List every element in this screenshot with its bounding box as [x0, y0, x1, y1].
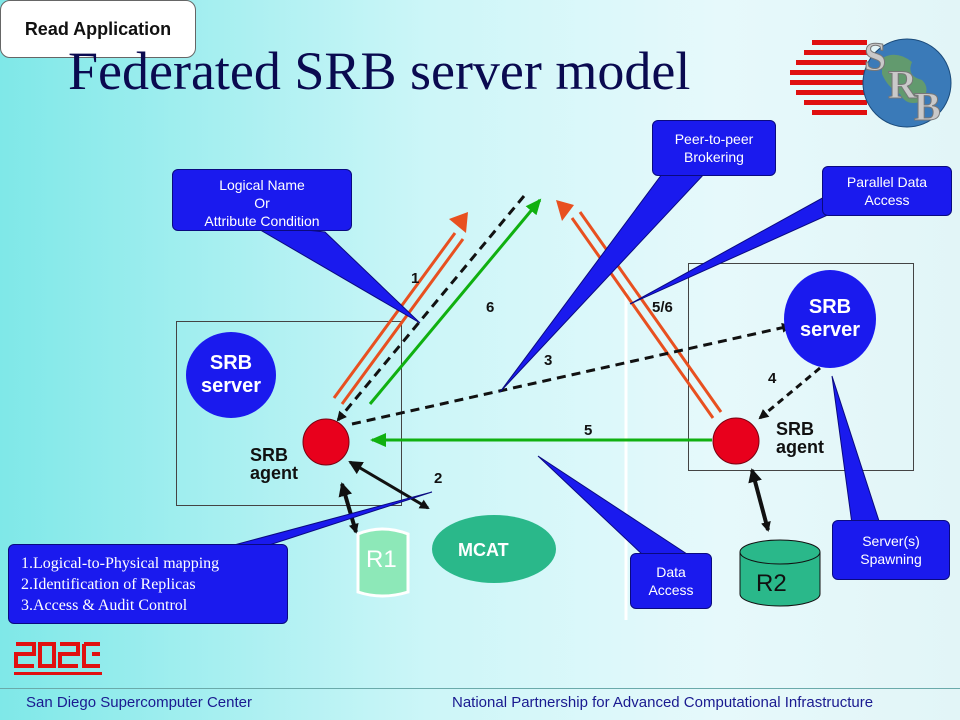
step-label-5: 5: [584, 422, 593, 439]
r2-cylinder-icon: [739, 539, 821, 607]
arrow-agent-mcat: [348, 460, 430, 510]
dashed-arrow-agent-to-server: [351, 322, 792, 426]
step-label-4: 4: [768, 370, 777, 387]
right-server-line2: server: [799, 319, 861, 341]
callout-data-access: Data Access: [630, 553, 712, 609]
right-server-line1: SRB: [808, 296, 852, 318]
logo-letter-r: R: [888, 62, 918, 107]
callout-tail-data-access: [537, 455, 692, 557]
footer-right: National Partnership for Advanced Comput…: [452, 694, 874, 711]
logo-stripes: [790, 40, 867, 115]
footer-divider: [0, 688, 960, 689]
callout-parallel-data-access: Parallel Data Access: [822, 166, 952, 216]
step-label-2: 2: [434, 470, 443, 487]
step-label-6: 6: [486, 299, 495, 316]
mcat-label: MCAT: [458, 540, 509, 560]
left-srb-server: SRB server: [186, 332, 276, 418]
left-server-line2: server: [200, 375, 262, 397]
left-srb-agent-node: [302, 418, 350, 466]
logo-letter-b: B: [914, 84, 941, 128]
green-arrow-to-app: [368, 198, 542, 405]
footer-left: San Diego Supercomputer Center: [26, 694, 252, 711]
left-server-line1: SRB: [209, 352, 253, 374]
r2-label: R2: [756, 570, 787, 597]
callout-server-spawning: Server(s) Spawning: [832, 520, 950, 580]
left-agent-label: SRB agent: [250, 445, 299, 483]
callout-tail-logical: [249, 223, 421, 324]
right-agent-label: SRB agent: [776, 419, 825, 457]
dashed-arrow-app-to-agent: [336, 195, 526, 422]
callout-mcat-functions: 1.Logical-to-Physical mapping 2.Identifi…: [8, 544, 288, 624]
r1-storage-icon: [356, 527, 410, 598]
callout-logical-name: Logical Name Or Attribute Condition: [172, 169, 352, 231]
srb-logo: S R B: [790, 34, 952, 128]
read-application-box: Read Application: [0, 0, 196, 58]
step-label-3: 3: [544, 352, 553, 369]
callout-peer-brokering: Peer-to-peer Brokering: [652, 120, 776, 176]
orange-arrow-left: [332, 212, 468, 405]
arrow-agent-r1: [338, 482, 359, 534]
right-srb-agent-node: [712, 417, 760, 465]
step-label-1: 1: [411, 270, 420, 287]
sdsc-logo: [14, 642, 102, 675]
r1-label: R1: [366, 546, 397, 573]
callout-tail-spawning: [831, 375, 881, 525]
arrow-agent-r2: [748, 468, 771, 532]
logo-letter-s: S: [864, 34, 886, 79]
mcat-database-icon: [432, 515, 556, 583]
right-srb-server: SRB server: [784, 270, 876, 368]
page-title: Federated SRB server model: [68, 41, 691, 101]
step-label-5-6: 5/6: [652, 299, 673, 316]
dashed-arrow-server-to-agent: [758, 366, 821, 420]
orange-arrow-right: [556, 200, 723, 419]
